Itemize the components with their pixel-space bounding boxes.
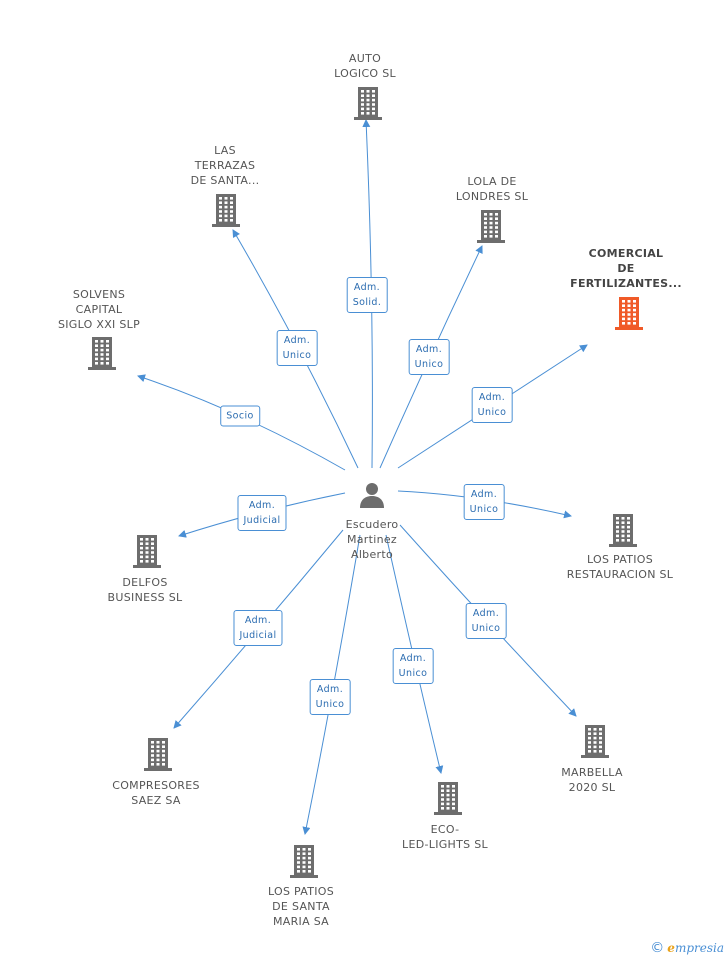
copyright-icon: ©: [650, 940, 665, 956]
building-icon[interactable]: [607, 513, 639, 547]
relation-label-line: Adm.: [248, 500, 276, 511]
building-icon[interactable]: [352, 86, 384, 120]
company-label-lola-de-londres[interactable]: LOLA DE LONDRES SL: [456, 174, 528, 204]
company-label-auto-logico[interactable]: AUTO LOGICO SL: [334, 51, 396, 81]
company-label-line: LOGICO SL: [334, 67, 396, 80]
company-label-line: COMERCIAL: [588, 247, 664, 260]
company-label-line: DE: [617, 262, 635, 275]
company-label-line: DE SANTA: [272, 900, 330, 913]
relation-label-los-patios-santa-maria: Adm. Unico: [309, 679, 351, 715]
relation-label-eco-led-lights: Adm. Unico: [392, 648, 434, 684]
brand-footer: ©empresia: [650, 940, 724, 956]
company-label-compresores-saez[interactable]: COMPRESORES SAEZ SA: [112, 778, 200, 808]
relation-label-line: Judicial: [243, 515, 281, 526]
company-label-line: DE SANTA...: [190, 174, 260, 187]
company-label-line: DELFOS: [122, 576, 168, 589]
center-name-line: Alberto: [351, 548, 393, 561]
company-label-line: SIGLO XXI SLP: [57, 318, 141, 331]
relation-label-lola-de-londres: Adm. Unico: [408, 339, 450, 375]
relation-label-line: Adm.: [353, 282, 381, 293]
relation-label-line: Unico: [471, 623, 501, 634]
relation-label-line: Adm.: [316, 684, 344, 695]
company-label-line: LOS PATIOS: [267, 885, 335, 898]
company-label-line: SAEZ SA: [131, 794, 181, 807]
relation-label-line: Adm.: [478, 392, 506, 403]
building-icon[interactable]: [131, 534, 163, 568]
company-label-line: COMPRESORES: [112, 779, 200, 792]
company-label-line: 2020 SL: [568, 781, 616, 794]
building-icon[interactable]: [210, 193, 242, 227]
company-label-line: LOS PATIOS: [586, 553, 654, 566]
building-icon[interactable]: [142, 737, 174, 771]
company-label-line: FERTILIZANTES...: [570, 277, 682, 290]
company-label-solvens-capital[interactable]: SOLVENS CAPITAL SIGLO XXI SLP: [58, 287, 140, 332]
relation-label-line: Adm.: [283, 335, 311, 346]
company-label-line: AUTO: [348, 52, 382, 65]
relation-label-line: Adm.: [415, 344, 443, 355]
company-label-delfos-business[interactable]: DELFOS BUSINESS SL: [108, 575, 183, 605]
building-icon[interactable]: [432, 781, 464, 815]
relation-label-solvens-capital: Socio: [220, 405, 260, 427]
person-icon[interactable]: [358, 481, 386, 509]
relation-label-delfos-business: Adm. Judicial: [237, 495, 287, 531]
relation-label-line: Unico: [315, 699, 345, 710]
relation-label-las-terrazas: Adm. Unico: [276, 330, 318, 366]
relation-label-line: Unico: [477, 407, 507, 418]
building-icon[interactable]: [579, 724, 611, 758]
relation-label-line: Adm.: [472, 608, 500, 619]
company-label-line: LONDRES SL: [455, 190, 529, 203]
relation-label-compresores-saez: Adm. Judicial: [233, 610, 283, 646]
company-label-line: LAS: [214, 144, 236, 157]
company-label-line: TERRAZAS: [194, 159, 256, 172]
company-label-marbella-2020[interactable]: MARBELLA 2020 SL: [561, 765, 623, 795]
center-name-line: Martinez: [346, 533, 398, 546]
company-label-las-terrazas[interactable]: LAS TERRAZAS DE SANTA...: [191, 143, 260, 188]
company-label-los-patios-santa-maria[interactable]: LOS PATIOS DE SANTA MARIA SA: [268, 884, 334, 929]
relation-label-line: Adm.: [399, 653, 427, 664]
company-label-line: BUSINESS SL: [107, 591, 183, 604]
relation-label-marbella-2020: Adm. Unico: [465, 603, 507, 639]
relation-label-auto-logico: Adm. Solid.: [346, 277, 388, 313]
company-label-line: MARBELLA: [561, 766, 623, 779]
center-name-line: Escudero: [345, 518, 399, 531]
relation-label-line: Solid.: [352, 297, 382, 308]
company-label-line: SOLVENS: [72, 288, 126, 301]
building-icon[interactable]: [86, 336, 118, 370]
relation-label-line: Unico: [398, 668, 428, 679]
company-label-line: LOLA DE: [467, 175, 517, 188]
building-icon[interactable]: [288, 844, 320, 878]
relation-label-line: Unico: [414, 359, 444, 370]
company-label-line: LED-LIGHTS SL: [402, 838, 488, 851]
company-label-comercial-fertilizantes[interactable]: COMERCIAL DE FERTILIZANTES...: [570, 246, 682, 291]
company-label-line: MARIA SA: [272, 915, 330, 928]
building-icon[interactable]: [475, 209, 507, 243]
company-label-eco-led-lights[interactable]: ECO- LED-LIGHTS SL: [402, 822, 488, 852]
relation-label-line: Socio: [226, 410, 254, 422]
relation-label-comercial-fertilizantes: Adm. Unico: [471, 387, 513, 423]
relation-label-line: Judicial: [239, 630, 277, 641]
relation-label-line: Adm.: [470, 489, 498, 500]
company-label-line: RESTAURACION SL: [566, 568, 674, 581]
company-label-line: CAPITAL: [75, 303, 123, 316]
building-icon[interactable]: [613, 296, 645, 330]
company-label-los-patios-restauracion[interactable]: LOS PATIOS RESTAURACION SL: [567, 552, 673, 582]
brand-initial: e: [667, 941, 675, 955]
relation-label-los-patios-restauracion: Adm. Unico: [463, 484, 505, 520]
relation-label-line: Adm.: [244, 615, 272, 626]
company-label-line: ECO-: [430, 823, 460, 836]
relation-label-line: Unico: [282, 350, 312, 361]
relation-label-line: Unico: [469, 504, 499, 515]
brand-name: mpresia: [674, 941, 724, 955]
